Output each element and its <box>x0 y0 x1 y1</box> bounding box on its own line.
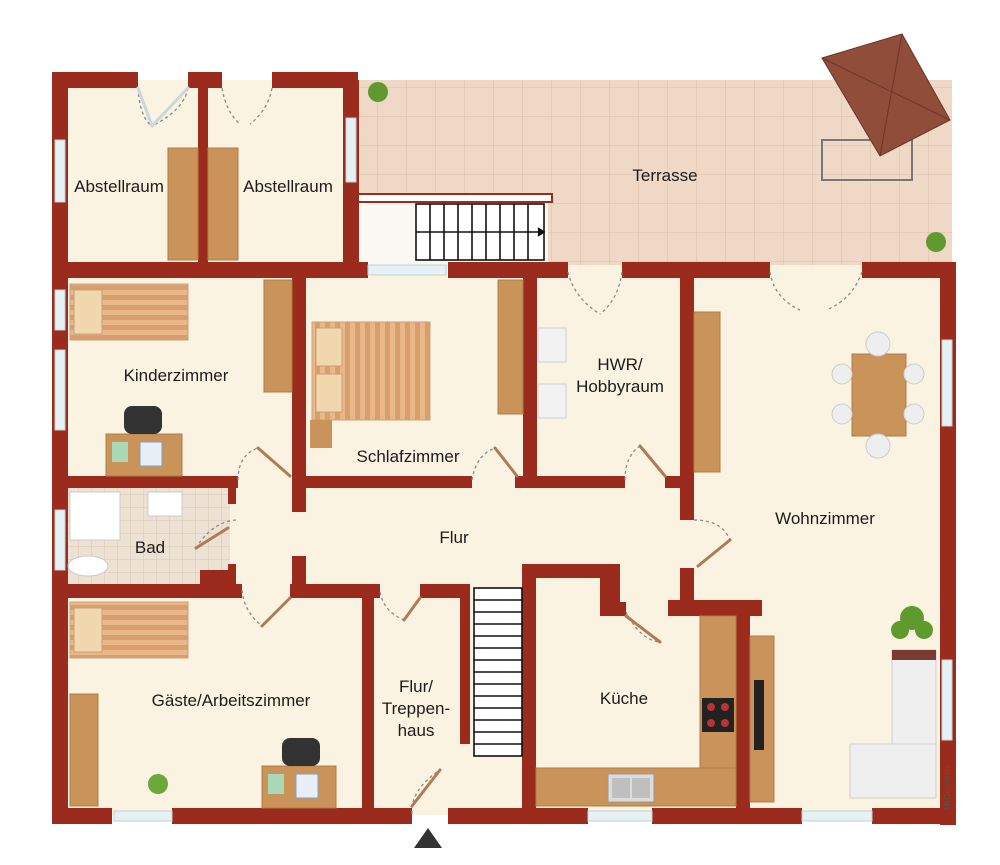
label-wohnzimmer: Wohnzimmer <box>775 509 875 528</box>
label-bad: Bad <box>134 538 166 557</box>
label-flur: Flur <box>439 528 469 547</box>
bed-icon <box>69 283 189 341</box>
desk-icon <box>105 406 183 477</box>
sofa-icon <box>849 649 937 799</box>
label-abstellraum-2: Abstellraum <box>243 177 333 196</box>
sink-icon-bath <box>147 491 183 517</box>
label-schlafzimmer: Schlafzimmer <box>356 447 460 466</box>
label-terrasse: Terrasse <box>632 166 698 185</box>
watermark-text: McGrundriss <box>943 764 952 810</box>
plant-icon <box>148 82 946 794</box>
shelf <box>693 311 721 473</box>
label-kinderzimmer: Kinderzimmer <box>123 366 229 385</box>
bed-icon-double <box>310 321 431 448</box>
tv-cabinet <box>749 635 775 803</box>
door-swing-icon <box>137 87 863 815</box>
label-hwr: HWR/ Hobbyraum <box>576 355 664 396</box>
label-kueche: Küche <box>599 689 649 708</box>
door-leaves <box>136 86 732 808</box>
sink-icon <box>607 773 655 803</box>
storage-shelves <box>167 147 239 261</box>
wardrobe <box>69 693 99 807</box>
windows <box>54 117 953 822</box>
stair-icon <box>415 203 546 261</box>
stair-icon-lower <box>473 587 523 757</box>
stove-icon <box>702 698 734 732</box>
wardrobe <box>263 279 293 393</box>
parasol-icon <box>821 33 951 181</box>
bed-icon <box>69 601 189 659</box>
watermark: McGrundriss <box>943 752 955 812</box>
entrance-arrow-icon <box>414 828 442 848</box>
shower-icon <box>69 491 121 541</box>
label-treppenhaus: Flur/ Treppen- haus <box>381 677 451 740</box>
desk-icon <box>261 738 337 809</box>
label-abstellraum-1: Abstellraum <box>74 177 164 196</box>
table-icon <box>831 331 925 459</box>
appliances <box>537 327 567 419</box>
wardrobe <box>497 279 524 415</box>
toilet-icon <box>67 555 109 577</box>
label-gaeste: Gäste/Arbeitszimmer <box>151 691 311 710</box>
